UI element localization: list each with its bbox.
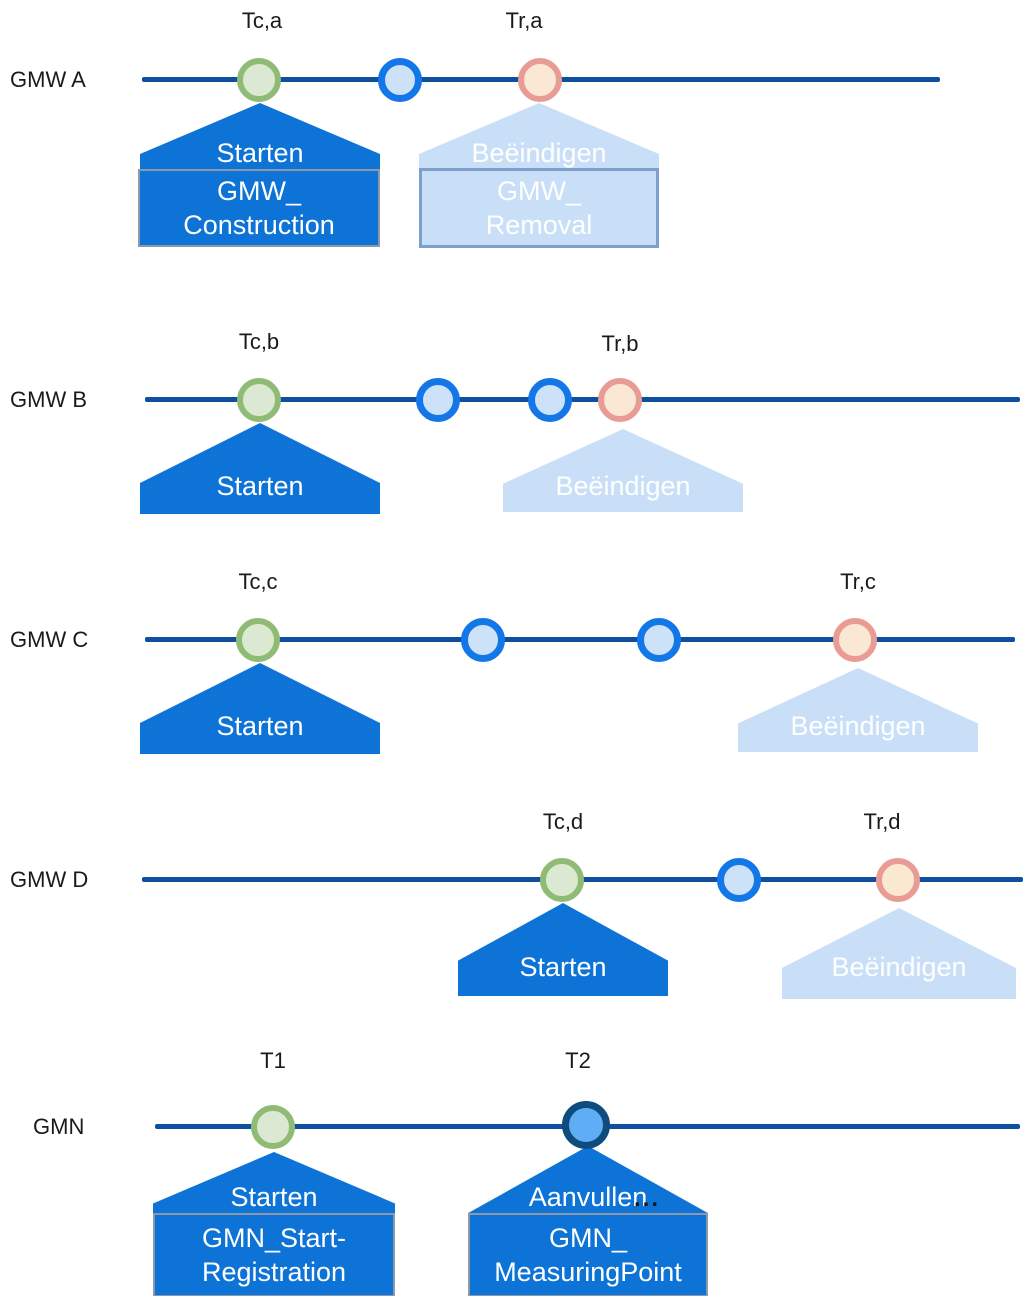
intermediate-event-circle <box>461 618 505 662</box>
callout-body-line: GMN_Start- <box>201 1223 347 1253</box>
row-label-gmw-d: GMW D <box>10 867 89 892</box>
callout-title: Starten <box>216 471 304 501</box>
start-callout-pentagon: Starten <box>458 903 668 996</box>
timeline-line-gmw-c <box>145 637 1015 642</box>
timeline-line-gmw-b <box>145 397 1020 402</box>
callout-title: Beëindigen <box>471 138 607 168</box>
row-label-gmw-b: GMW B <box>10 387 87 412</box>
callout-title: Aanvullen <box>528 1182 648 1212</box>
intermediate-event-circle <box>528 378 572 422</box>
measuringpoint-event-circle <box>562 1101 610 1149</box>
start-callout-pentagon: Starten <box>140 423 380 514</box>
callout-body-line: Removal <box>485 210 593 240</box>
time-label-tc-d: Tc,d <box>542 809 584 834</box>
end-callout-pentagon: Beëindigen <box>782 908 1016 999</box>
row-label-gmw-c: GMW C <box>10 627 89 652</box>
end-callout-pentagon: Beëindigen <box>503 429 743 512</box>
removal-event-circle <box>518 58 562 102</box>
ellipsis-label: ... <box>634 1185 661 1212</box>
callout-title: Starten <box>216 711 304 741</box>
time-label-tc-b: Tc,b <box>238 329 280 354</box>
callout-body-line: MeasuringPoint <box>494 1257 682 1287</box>
time-label-t2: T2 <box>565 1048 591 1073</box>
callout-body-line: Registration <box>201 1257 347 1287</box>
supplement-callout-box: GMN_ MeasuringPoint <box>468 1213 708 1296</box>
construction-event-circle <box>236 618 280 662</box>
intermediate-event-circle <box>416 378 460 422</box>
callout-title: Starten <box>230 1182 318 1212</box>
end-callout-box: GMW_ Removal <box>419 168 659 248</box>
removal-event-circle <box>876 858 920 902</box>
start-callout-pentagon: Starten <box>153 1152 395 1214</box>
removal-event-circle <box>833 618 877 662</box>
intermediate-event-circle <box>378 58 422 102</box>
row-label-gmw-a: GMW A <box>10 67 86 92</box>
start-callout-box: GMW_ Construction <box>138 169 380 247</box>
time-label-tr-b: Tr,b <box>601 331 639 356</box>
callout-title: Starten <box>216 138 304 168</box>
time-label-tr-d: Tr,d <box>863 809 901 834</box>
start-callout-pentagon: Starten <box>140 663 380 754</box>
construction-event-circle <box>237 58 281 102</box>
row-label-gmn: GMN <box>33 1114 85 1139</box>
time-label-tc-c: Tc,c <box>238 569 278 594</box>
time-label-tr-c: Tr,c <box>840 569 876 594</box>
time-label-t1: T1 <box>260 1048 286 1073</box>
end-callout-pentagon: Beëindigen <box>419 103 659 172</box>
start-callout-box: GMN_Start- Registration <box>153 1213 395 1296</box>
callout-body-line: GMW_ <box>497 176 581 206</box>
start-registration-event-circle <box>251 1105 295 1149</box>
time-label-tc-a: Tc,a <box>241 8 283 33</box>
construction-event-circle <box>540 858 584 902</box>
construction-event-circle <box>237 378 281 422</box>
callout-body-line: Construction <box>183 210 335 240</box>
callout-title: Beëindigen <box>790 711 926 741</box>
intermediate-event-circle <box>637 618 681 662</box>
removal-event-circle <box>598 378 642 422</box>
start-callout-pentagon: Starten <box>140 103 380 172</box>
callout-title: Beëindigen <box>555 471 691 501</box>
callout-body-line: GMN_ <box>548 1223 627 1253</box>
time-label-tr-a: Tr,a <box>505 8 543 33</box>
callout-title: Starten <box>519 952 607 982</box>
callout-body-line: GMW_ <box>217 176 301 206</box>
end-callout-pentagon: Beëindigen <box>738 668 978 752</box>
intermediate-event-circle <box>717 858 761 902</box>
callout-title: Beëindigen <box>831 952 967 982</box>
